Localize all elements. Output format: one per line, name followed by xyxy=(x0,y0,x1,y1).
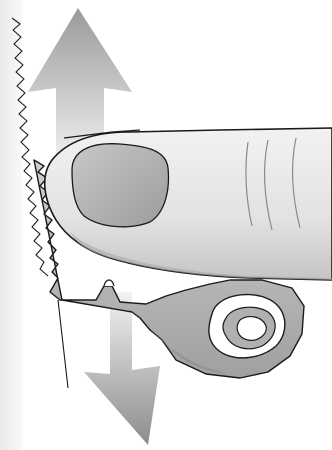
wall-edge-line xyxy=(58,300,68,388)
wall-shadow xyxy=(0,0,22,450)
thumbnail xyxy=(72,144,168,227)
thumb-icon xyxy=(45,128,332,280)
